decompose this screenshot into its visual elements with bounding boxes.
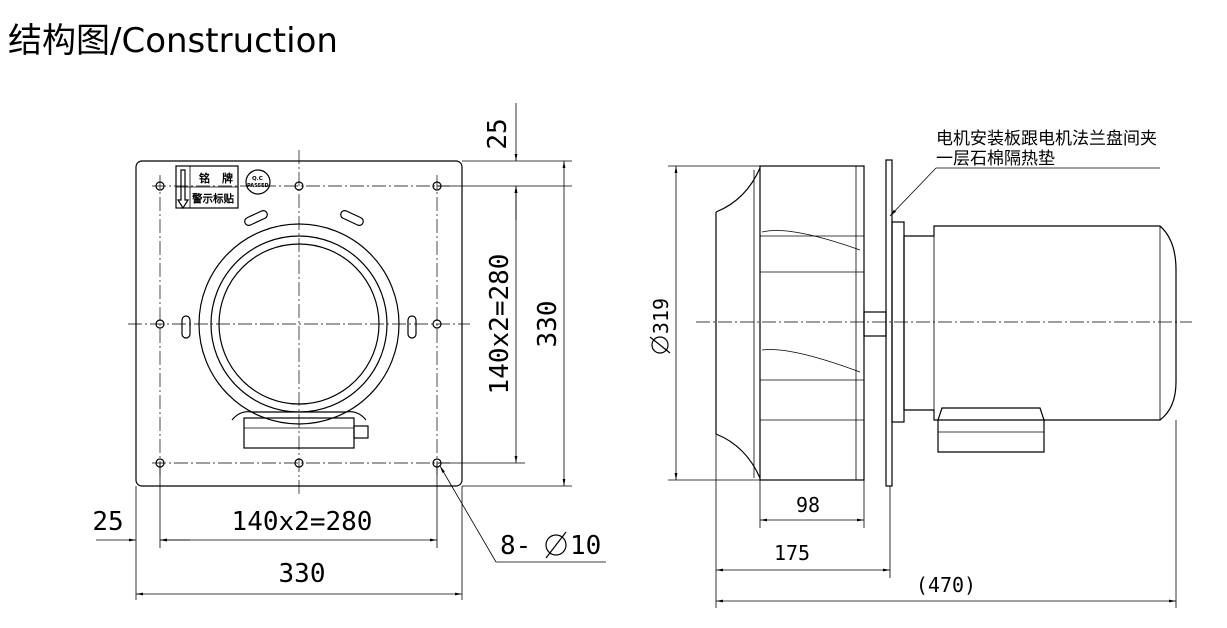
- front-dims-bottom: 25 140x2=280 330: [92, 463, 463, 600]
- dim-left-offset: 25: [92, 507, 123, 537]
- nameplate: 铭 牌 警示标贴: [175, 165, 239, 210]
- mounting-slots: [181, 210, 417, 339]
- inlet-bell: [715, 167, 761, 479]
- fan-inlet-inner: [218, 243, 380, 405]
- dim-horizontal-holes: 140x2=280: [232, 507, 373, 537]
- nameplate-label-2: 牌: [222, 171, 233, 185]
- dim-width: 330: [279, 559, 326, 589]
- side-view: 电机安装板跟电机法兰盘间夹 一层石棉隔热垫 319 98: [649, 129, 1192, 608]
- dim-total: (470): [916, 573, 976, 597]
- fan-housing-outer: [198, 223, 400, 425]
- note-line-1: 电机安装板跟电机法兰盘间夹: [936, 129, 1157, 149]
- side-dims-bottom: 98 175 (470): [715, 420, 1177, 608]
- mounting-plate-side: [885, 159, 893, 487]
- qc-label-2: PASSED: [247, 183, 269, 189]
- hole-dia: 10: [570, 531, 601, 561]
- dim-depth: 175: [774, 541, 810, 565]
- diameter-icon: [545, 534, 567, 556]
- front-view: 铭 牌 警示标贴 Q.C PASSED 25 140x2=280: [92, 103, 606, 600]
- qc-label-1: Q.C: [252, 176, 263, 182]
- dim-diameter: 319: [649, 298, 673, 334]
- dim-vertical-holes: 140x2=280: [485, 254, 515, 395]
- terminal-box: [231, 411, 369, 449]
- note-line-2: 一层石棉隔热垫: [936, 149, 1055, 169]
- nameplate-label-1: 铭: [199, 171, 210, 185]
- gasket-note: 电机安装板跟电机法兰盘间夹 一层石棉隔热垫: [889, 129, 1160, 217]
- warning-label: 警示标贴: [191, 192, 234, 205]
- front-dims-right: 25 140x2=280 330: [437, 103, 572, 487]
- page-title: 结构图/Construction: [8, 21, 338, 61]
- hole-note: 8-: [500, 531, 531, 561]
- diameter-icon: [651, 336, 669, 354]
- qc-sticker: Q.C PASSED: [245, 169, 271, 195]
- shaft-hub: [863, 311, 887, 337]
- hole-callout: 8- 10: [439, 465, 606, 563]
- motor: [903, 225, 1177, 453]
- dim-impeller: 98: [796, 493, 820, 517]
- dim-height: 330: [533, 301, 563, 348]
- dim-top-offset: 25: [483, 118, 513, 149]
- side-dim-diameter: 319: [649, 165, 760, 481]
- impeller-housing: [759, 165, 865, 481]
- arrow-down-icon: [176, 169, 190, 210]
